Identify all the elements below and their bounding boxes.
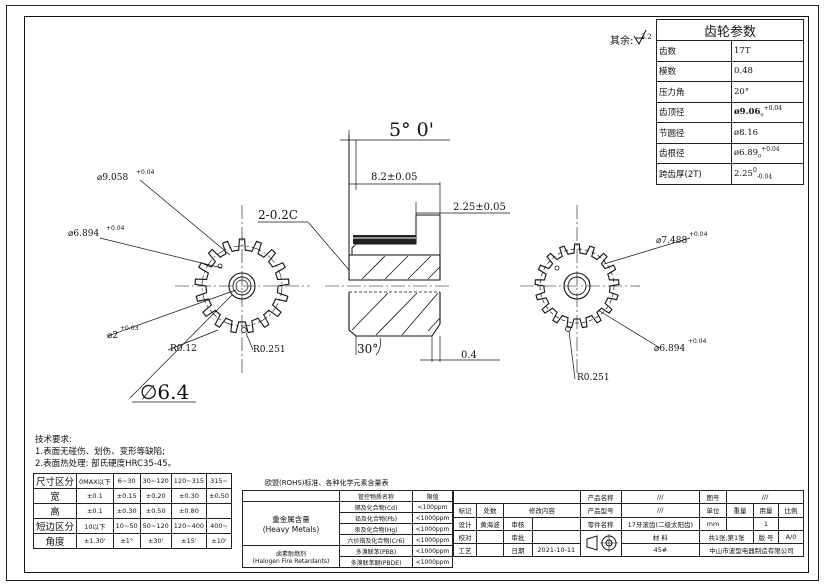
gear-side-view xyxy=(520,205,691,380)
table-row: 管控物质名称限值 xyxy=(242,490,453,502)
tip-dia-label: ⌀9.058 xyxy=(97,173,128,183)
table-row: 标记 处数 修改内容 产品型号 /// 单位 重量 用量 比例 xyxy=(453,503,804,518)
length-label: 8.2±0.05 xyxy=(371,172,418,183)
right-r-label: R0.251 xyxy=(577,373,610,383)
table-row: 产品名称 /// 图号 /// xyxy=(453,489,804,505)
chamfer-label: 2-0.2C xyxy=(258,208,298,222)
table-row: 校对 审批 材 料 共1张,第1张 版 号 A/0 xyxy=(453,529,804,558)
table-row: 角度±1.30'±1°±30'±15'±10' xyxy=(32,533,232,549)
table-row: 多溴联苯醚(PBDE)<1000ppm xyxy=(243,556,453,568)
projection-symbol-icon xyxy=(586,533,618,552)
title-block: 产品名称 /// 图号 /// 标记 处数 修改内容 产品型号 /// 单位 重… xyxy=(453,489,804,558)
shaft-dia-label: ∅6.4 xyxy=(140,380,189,404)
tolerance-table: 尺寸区分 0MAX以下 6~30 30~120 120~315 315~ 宽±0… xyxy=(32,473,232,549)
section-view xyxy=(258,130,510,362)
table-row: 工艺 日期 2021-10-11 45# 中山市波型电器制造有限公司 xyxy=(453,543,804,558)
rohs-title: 欧盟(ROHS)标准、各种化学元素含量表 xyxy=(265,479,389,487)
section-dimensions: 5° 0' 8.2±0.05 2.25±0.05 2-0.2C 30° 0.4 xyxy=(258,119,506,361)
roughness-label: 其余: xyxy=(610,36,634,47)
table-row: 宽±0.1±0.15±0.20±0.30±0.50 xyxy=(32,488,232,504)
angle-label: 5° 0' xyxy=(389,119,434,141)
roughness-symbol-icon xyxy=(633,29,647,46)
gear-side-dimensions: ⌀7.488 +0.04 ⌀6.894 +0.04 R0.251 xyxy=(577,231,708,383)
r012-label: R0.12 xyxy=(170,344,197,354)
gear-front-view xyxy=(99,179,310,399)
roughness-note: 其余: 3.2 xyxy=(610,32,652,47)
right-dia-label: ⌀7.488 xyxy=(656,236,687,246)
outer-frame xyxy=(6,5,819,581)
gear-left-dimensions: ⌀9.058 +0.04 ⌀6.894 +0.04 ⌀2 +0.03 R0.12… xyxy=(68,169,286,404)
table-row: 高±0.1±0.30±0.50±0.80 xyxy=(32,503,232,519)
chamfer-angle-label: 30° xyxy=(357,342,378,356)
table-row: 重金属含量 (Heavy Metals)镉及化合物(Cd)<100ppm xyxy=(242,501,453,546)
technical-notes: 技术要求: 1.表面无碰伤、划伤、变形等缺陷; 2.表面热处理: 部氏硬度HRC… xyxy=(35,435,177,469)
right-root-tol: +0.04 xyxy=(688,338,707,345)
inner-frame xyxy=(24,16,809,573)
gear-params-title: 齿轮参数 xyxy=(656,19,804,41)
table-row: 设计 黄海波 审核 零件名称 17牙滚齿(二级太阳齿) mm 1 xyxy=(453,516,804,531)
root-dia-label: ⌀6.894 xyxy=(68,229,99,239)
right-dia-tol: +0.04 xyxy=(689,231,708,238)
right-root-label: ⌀6.894 xyxy=(654,344,685,354)
gap-label: 0.4 xyxy=(461,350,477,361)
hole-dia-tol: +0.03 xyxy=(120,325,139,332)
width-label: 2.25±0.05 xyxy=(453,202,506,213)
table-row: 跨齿厚(2T)2.250-0.04 xyxy=(656,163,804,185)
rohs-table: 管控物质名称限值 重金属含量 (Heavy Metals)镉及化合物(Cd)<1… xyxy=(242,490,453,568)
table-row: 尺寸区分 0MAX以下 6~30 30~120 120~315 315~ xyxy=(32,473,232,489)
tip-dia-tol: +0.04 xyxy=(136,169,155,176)
roughness-value: 3.2 xyxy=(640,33,652,41)
root-dia-tol: +0.04 xyxy=(106,225,125,232)
table-row: 卤素耐燃剂 (Halogen Fire Retardants)多溴联苯(PBB)… xyxy=(242,545,453,568)
r0251-label: R0.251 xyxy=(253,345,286,355)
hole-dia-label: ⌀2 xyxy=(107,331,118,341)
